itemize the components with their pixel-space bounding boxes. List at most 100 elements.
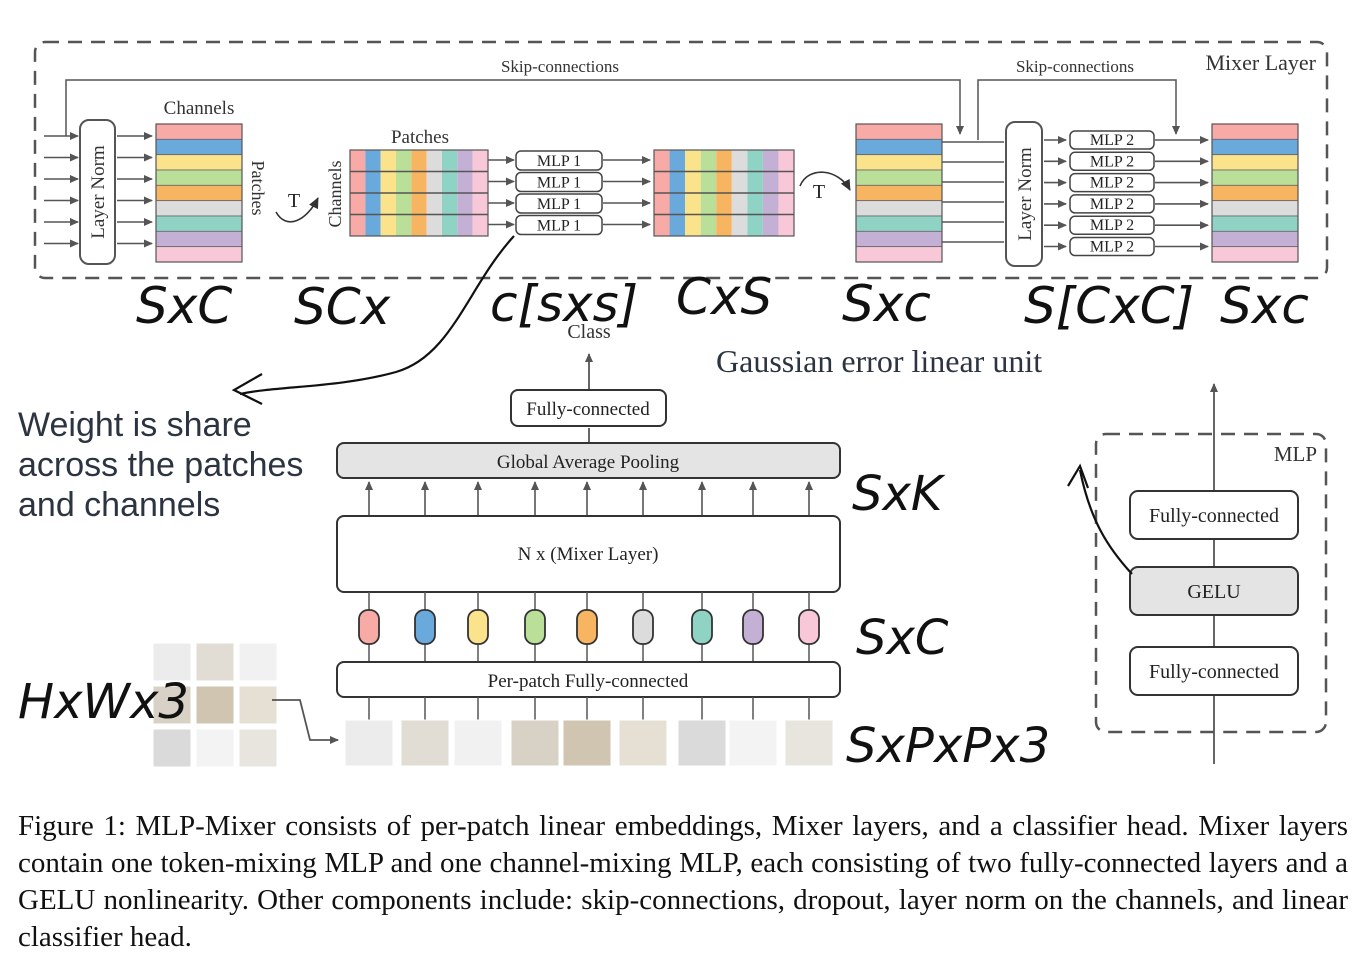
table-row-cell [155,200,243,217]
mixer-stack-label: N x (Mixer Layer) [518,544,659,565]
table-row-cell [1211,123,1299,140]
dim-sxc: SxC [856,610,949,666]
image-patch [784,719,834,767]
table-border [155,123,243,263]
image-grid-tile [195,642,235,682]
image-patch [728,719,778,767]
channels-top-label: Channels [164,98,235,119]
mlp2-label: MLP 2 [1090,196,1134,213]
dim-label-1: SxC [136,277,232,335]
token-embedding [467,609,489,645]
layer-norm-2-box [1005,121,1043,267]
token-embedding [742,609,764,645]
token-embedding [576,609,598,645]
mlp1-box [515,150,603,171]
weight-note-arrowhead [231,373,263,405]
image-patch [400,719,450,767]
input-image-grid [152,642,278,768]
layer-norm-2-label: Layer Norm [1015,147,1036,241]
mlp2-label: MLP 2 [1090,239,1134,256]
per-patch-fc-box [336,661,841,698]
table-row-cell [855,246,943,263]
weight-note-line-1: Weight is share [18,406,252,444]
image-patch [344,719,394,767]
token-embeddings [358,592,820,662]
table-output [1211,123,1299,263]
table-row-cell [855,138,943,156]
patches-top-label: Patches [391,127,449,148]
mlp1-label: MLP 1 [537,196,581,213]
mlp2-box [1069,172,1155,193]
skip-connection-1 [65,79,964,136]
mlp2-label: MLP 2 [1090,217,1134,234]
mlp-gelu-box [1129,566,1299,616]
image-grid-tile [195,685,235,725]
mixer-layer-title: Mixer Layer [1205,50,1316,75]
table-border [1211,123,1299,263]
table-row-cell [855,230,943,248]
dim-sxk: SxK [852,466,946,522]
table-channels-by-patches [349,149,489,237]
mlp2-box [1069,194,1155,214]
table-row-cell [855,123,943,140]
token-embedding [524,609,546,645]
table-border [653,149,795,237]
dim-label-6: S[CxC] [1024,277,1194,335]
skip-connection-label-2: Skip-connections [1016,57,1134,76]
figure-caption: Figure 1: MLP-Mixer consists of per-patc… [18,810,1348,953]
image-patch [453,719,503,767]
mixer-to-pooling-arrows [365,481,813,516]
skip-connection-2 [977,79,1180,140]
image-grid-tile [152,685,192,725]
channels-side-label: Channels [325,161,345,228]
mlp-fc-top-box [1129,490,1299,540]
transpose-label-2: T [813,181,825,203]
image-patch [618,719,668,767]
table-row-cell [1211,200,1299,217]
image-grid-tile [238,685,278,725]
dim-label-3: c[sxs] [490,275,638,333]
table-row-cell [1211,230,1299,248]
dim-label-5: Sxc [842,275,931,333]
table-border [855,123,943,263]
mlp2-box [1069,236,1155,257]
mlp2-box [1069,151,1155,172]
per-patch-fc-label: Per-patch Fully-connected [488,671,689,692]
skip-connection-label-1: Skip-connections [501,57,619,76]
image-patch [677,719,727,767]
table-row-cell [1211,169,1299,186]
mlp1-label: MLP 1 [537,218,581,235]
dim-hwc: HxWx3 [18,674,189,730]
image-patch-sequence [344,697,834,767]
mlp1-box [515,214,603,236]
image-grid-tile [238,728,278,768]
head-fully-connected-label: Fully-connected [526,399,650,420]
table-row-cell [155,123,243,140]
head-fully-connected-box [510,389,667,427]
grid-to-patches-arrow [272,699,339,744]
table-row-cell [1211,246,1299,263]
dim-label-7: Sxc [1220,277,1309,335]
gelu-note: Gaussian error linear unit [716,343,1042,379]
mlp-fc-bottom-label: Fully-connected [1149,661,1279,683]
table-row-cell [1211,138,1299,156]
table-row-cell [855,169,943,186]
layer-norm-1-output-arrows [117,132,153,248]
transpose-label-1: T [288,190,300,212]
token-embedding [358,609,380,645]
mlp1-label: MLP 1 [537,153,581,170]
class-label: Class [567,321,611,343]
table-row-cell [155,230,243,248]
gelu-note-arrowhead [1067,463,1090,489]
image-grid-tile [152,642,192,682]
mlp-block-frame [1094,432,1328,734]
token-embedding [414,609,436,645]
dim-label-4: CxS [676,268,772,326]
table-row-cell [155,246,243,263]
table-border [349,149,489,237]
mlp1-box [515,171,603,193]
mlp1-box [515,193,603,214]
